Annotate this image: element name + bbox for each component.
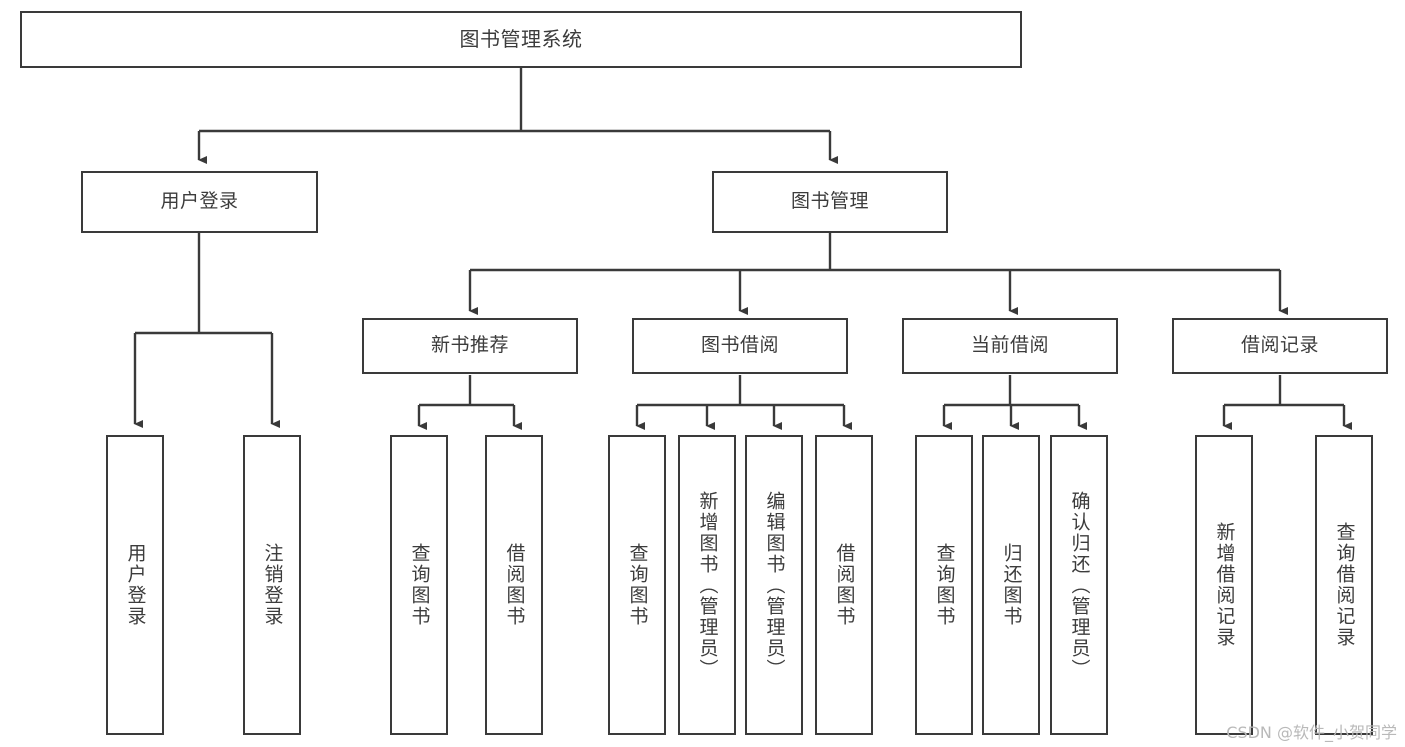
- leaf-borrow-add-book-label: 新增图书（管理员）: [696, 490, 719, 680]
- leaf-borrow-borrow-book[interactable]: 借阅图书: [815, 435, 873, 735]
- leaf-borrow-borrow-book-label: 借阅图书: [833, 543, 856, 627]
- leaf-recommend-borrow-book-label: 借阅图书: [503, 543, 526, 627]
- node-root-system-label: 图书管理系统: [459, 27, 583, 51]
- csdn-watermark: CSDN @软件_小贺同学: [1226, 723, 1397, 742]
- leaf-record-add-record-label: 新增借阅记录: [1213, 522, 1236, 648]
- leaf-record-query-record-label: 查询借阅记录: [1333, 522, 1356, 648]
- node-current-borrow[interactable]: 当前借阅: [902, 318, 1118, 374]
- node-book-borrow-label: 图书借阅: [700, 334, 779, 357]
- leaf-current-confirm-return-label: 确认归还（管理员）: [1068, 490, 1091, 680]
- leaf-current-confirm-return[interactable]: 确认归还（管理员）: [1050, 435, 1108, 735]
- node-book-management[interactable]: 图书管理: [712, 171, 948, 233]
- leaf-recommend-query-book-label: 查询图书: [408, 543, 431, 627]
- leaf-current-query-book[interactable]: 查询图书: [915, 435, 973, 735]
- leaf-current-query-book-label: 查询图书: [933, 543, 956, 627]
- node-borrow-record-label: 借阅记录: [1240, 334, 1319, 357]
- node-borrow-record[interactable]: 借阅记录: [1172, 318, 1388, 374]
- node-current-borrow-label: 当前借阅: [970, 334, 1049, 357]
- leaf-recommend-query-book[interactable]: 查询图书: [390, 435, 448, 735]
- leaf-current-return-book[interactable]: 归还图书: [982, 435, 1040, 735]
- leaf-current-return-book-label: 归还图书: [1000, 543, 1023, 627]
- leaf-record-query-record[interactable]: 查询借阅记录: [1315, 435, 1373, 735]
- leaf-borrow-edit-book-label: 编辑图书（管理员）: [763, 490, 786, 680]
- node-book-management-label: 图书管理: [790, 190, 869, 213]
- node-new-book-recommend-label: 新书推荐: [430, 334, 509, 357]
- node-user-login[interactable]: 用户登录: [81, 171, 318, 233]
- leaf-borrow-add-book[interactable]: 新增图书（管理员）: [678, 435, 736, 735]
- leaf-user-login-login[interactable]: 用户登录: [106, 435, 164, 735]
- node-user-login-label: 用户登录: [160, 190, 239, 213]
- node-root-system[interactable]: 图书管理系统: [20, 11, 1022, 68]
- leaf-user-login-login-label: 用户登录: [124, 543, 147, 627]
- leaf-borrow-query-book[interactable]: 查询图书: [608, 435, 666, 735]
- node-book-borrow[interactable]: 图书借阅: [632, 318, 848, 374]
- node-new-book-recommend[interactable]: 新书推荐: [362, 318, 578, 374]
- leaf-recommend-borrow-book[interactable]: 借阅图书: [485, 435, 543, 735]
- leaf-user-login-logout-label: 注销登录: [261, 543, 284, 627]
- leaf-user-login-logout[interactable]: 注销登录: [243, 435, 301, 735]
- leaf-borrow-edit-book[interactable]: 编辑图书（管理员）: [745, 435, 803, 735]
- leaf-record-add-record[interactable]: 新增借阅记录: [1195, 435, 1253, 735]
- leaf-borrow-query-book-label: 查询图书: [626, 543, 649, 627]
